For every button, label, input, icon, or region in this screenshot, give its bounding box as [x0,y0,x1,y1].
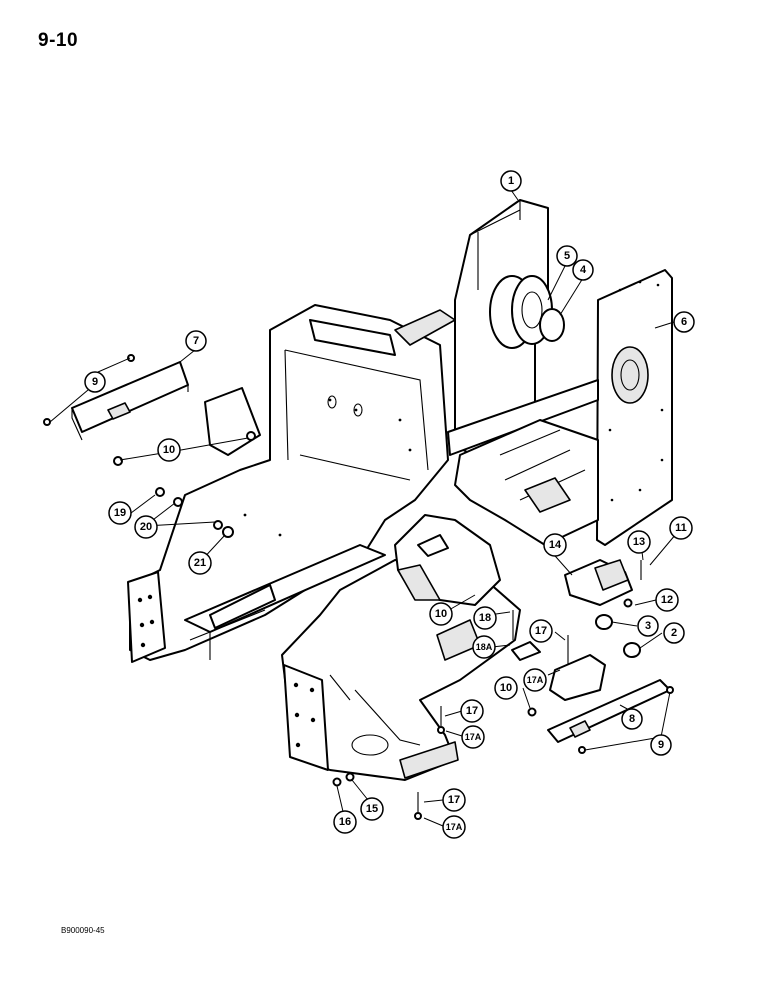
callout-label: 18A [476,642,493,652]
callout-label: 10 [500,682,512,694]
callout-14: 14 [543,533,567,557]
callout-label: 10 [163,444,175,456]
callout-13: 13 [627,530,651,554]
callout-label: 11 [675,522,687,534]
right-side-plate [596,269,673,546]
page-number: 9-10 [38,30,79,51]
callout-17a: 17 [529,619,553,643]
callout-label: 19 [114,507,126,519]
callout-15: 15 [360,797,384,821]
callout-16: 16 [333,810,357,834]
callout-2: 2 [663,622,685,644]
bearing-assembly [489,275,565,349]
frame-rail [184,544,386,660]
callout-label: 3 [645,620,651,632]
callout-label: 18 [479,612,491,624]
callout-label: 16 [339,816,351,828]
callout-1: 1 [500,170,522,192]
main-frame-left [127,304,456,663]
callout-18: 18 [473,606,497,630]
callout-label: 6 [681,316,687,328]
callout-label: 21 [194,557,206,569]
callout-7: 7 [185,330,207,352]
callout-label: 17 [466,705,478,717]
callout-label: 9 [658,739,664,751]
callout-label: 17 [448,794,460,806]
callout-10b: 10 [429,602,453,626]
callout-17c: 17 [442,788,466,812]
callout-12: 12 [655,588,679,612]
callout-17A-b: 17A [461,725,485,749]
callout-10c: 10 [494,676,518,700]
callout-label: 17A [465,732,482,742]
front-tower-box [394,514,501,606]
callout-21: 21 [188,551,212,575]
callout-3: 3 [637,615,659,637]
callout-label: 17A [527,675,544,685]
callout-label: 14 [549,539,562,551]
front-frame-section [281,559,521,781]
callout-label: 20 [140,521,152,533]
callout-17b: 17 [460,699,484,723]
mount-bracket [564,559,641,658]
callout-5: 5 [556,245,578,267]
callout-17A-a: 17A [523,668,547,692]
callout-20: 20 [134,515,158,539]
callout-label: 13 [633,536,645,548]
callout-label: 1 [508,175,514,187]
callout-19: 19 [108,501,132,525]
callout-8: 8 [621,708,643,730]
hardware-bolts [43,354,674,820]
callout-10a: 10 [157,438,181,462]
callout-6: 6 [673,311,695,333]
callout-4: 4 [572,259,594,281]
callout-label: 9 [92,376,98,388]
callout-18A: 18A [472,635,496,659]
callout-label: 4 [580,264,587,276]
callout-9a: 9 [84,371,106,393]
callout-17A-c: 17A [442,815,466,839]
callout-9b: 9 [650,734,672,756]
callout-label: 17 [535,625,547,637]
rear-mount-block [511,610,606,701]
callout-label: 17A [446,822,463,832]
callout-label: 5 [564,250,570,262]
callout-label: 2 [671,627,677,639]
callout-11: 11 [669,516,693,540]
callout-label: 12 [661,594,673,606]
callout-label: 7 [193,335,199,347]
callout-label: 8 [629,713,635,725]
callout-label: 15 [366,803,378,815]
drawing-reference-code: B900090-45 [61,926,105,935]
callout-label: 10 [435,608,447,620]
